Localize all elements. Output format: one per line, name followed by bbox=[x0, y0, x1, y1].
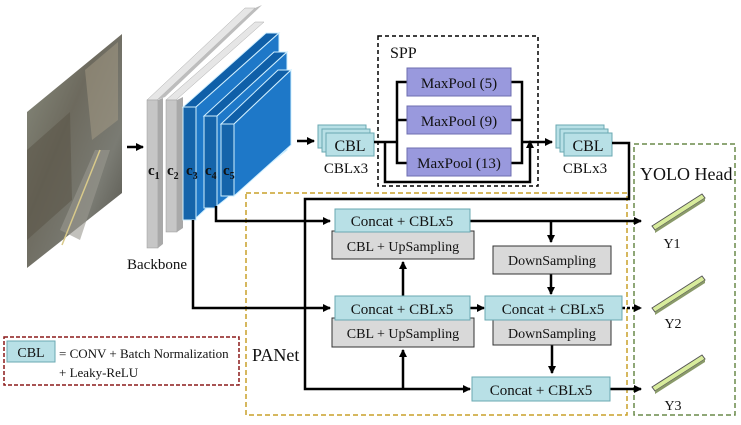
layer-c3-label: c3 bbox=[186, 163, 198, 182]
svg-text:Y2: Y2 bbox=[664, 317, 681, 332]
cbl-stack-1-label: CBL bbox=[334, 138, 365, 155]
cbl-stack-1: CBL CBLx3 bbox=[317, 124, 375, 177]
spp-maxpool-13: MaxPool (13) bbox=[406, 147, 512, 177]
svg-text:Concat + CBLx5: Concat + CBLx5 bbox=[490, 383, 593, 399]
panet-label: PANet bbox=[252, 345, 299, 365]
spp-maxpool-5: MaxPool (5) bbox=[406, 67, 512, 97]
backbone-label: Backbone bbox=[127, 257, 187, 273]
panet-concat1-block: Concat + CBLx5 bbox=[334, 208, 471, 233]
svg-text:Concat + CBLx5: Concat + CBLx5 bbox=[351, 214, 454, 230]
panet-connections bbox=[191, 141, 642, 393]
panet-concat4-block: Concat + CBLx5 bbox=[471, 376, 611, 402]
spp-connections bbox=[374, 80, 553, 184]
svg-text:DownSampling: DownSampling bbox=[508, 254, 596, 269]
yolo-head-box bbox=[633, 143, 736, 416]
panet-concat3-block: Concat + CBLx5 bbox=[484, 295, 623, 321]
backbone: c1 c2 c3 c4 c5 Backbone bbox=[127, 5, 293, 273]
cbl-stack-2-caption: CBLx3 bbox=[563, 161, 607, 177]
svg-text:MaxPool (5): MaxPool (5) bbox=[421, 76, 497, 92]
legend-line2: + Leaky-ReLU bbox=[59, 365, 139, 380]
svg-text:MaxPool (13): MaxPool (13) bbox=[417, 156, 501, 172]
svg-text:DownSampling: DownSampling bbox=[508, 327, 596, 342]
cbl-stack-2-label: CBL bbox=[572, 138, 603, 155]
spp-label: SPP bbox=[390, 45, 417, 62]
svg-text:CBL + UpSampling: CBL + UpSampling bbox=[347, 240, 459, 255]
head-output-y3: Y3 bbox=[651, 354, 706, 414]
svg-text:Y3: Y3 bbox=[664, 399, 681, 414]
panet-concat2-block: Concat + CBLx5 bbox=[334, 295, 471, 321]
legend-key: CBL bbox=[17, 346, 44, 361]
layer-c2-label: c2 bbox=[167, 163, 179, 182]
yolo-head-label: YOLO Head bbox=[640, 164, 732, 184]
svg-text:Y1: Y1 bbox=[663, 237, 680, 252]
cbl-stack-1-caption: CBLx3 bbox=[324, 161, 368, 177]
spp-box bbox=[377, 35, 539, 187]
head-output-y2: Y2 bbox=[651, 275, 706, 332]
panet-up1-block: CBL + UpSampling bbox=[331, 230, 475, 260]
svg-text:Concat + CBLx5: Concat + CBLx5 bbox=[351, 302, 454, 318]
panet-down1-block: DownSampling bbox=[492, 245, 612, 275]
panet-up2-block: CBL + UpSampling bbox=[331, 317, 475, 348]
panet-down2-block: DownSampling bbox=[492, 317, 612, 346]
legend-line1: = CONV + Batch Normalization bbox=[59, 346, 229, 361]
spp-maxpool-9: MaxPool (9) bbox=[406, 105, 512, 135]
cbl-stack-2: CBL CBLx3 bbox=[555, 124, 613, 177]
svg-text:CBL + UpSampling: CBL + UpSampling bbox=[347, 327, 459, 342]
layer-c1-label: c1 bbox=[148, 163, 160, 182]
head-output-y1: Y1 bbox=[651, 193, 706, 252]
svg-text:MaxPool (9): MaxPool (9) bbox=[421, 114, 497, 130]
panet-box bbox=[245, 192, 628, 416]
svg-text:Concat + CBLx5: Concat + CBLx5 bbox=[502, 302, 605, 318]
layer-c5-label: c5 bbox=[223, 163, 235, 182]
input-image bbox=[27, 34, 122, 268]
legend: CBL = CONV + Batch Normalization + Leaky… bbox=[3, 336, 240, 386]
layer-c4-label: c4 bbox=[205, 163, 217, 182]
